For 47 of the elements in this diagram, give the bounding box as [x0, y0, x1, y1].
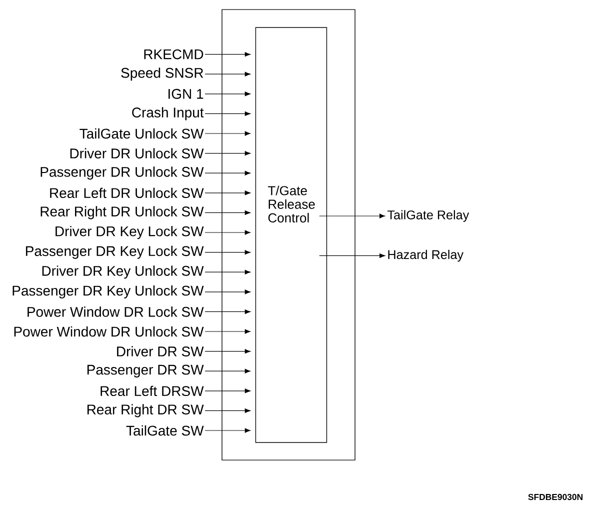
signal-label: Speed SNSR	[121, 68, 204, 81]
signal-label: Rear Left DR Unlock SW	[50, 188, 204, 198]
arrow	[204, 151, 250, 156]
arrow	[204, 270, 250, 274]
figure-code: SFDBE9030N	[528, 494, 582, 500]
arrow	[204, 408, 250, 413]
signal-label: Driver DR Key Lock SW	[56, 226, 204, 240]
signal-label: Passenger DR Key Unlock SW	[12, 285, 204, 298]
arrow	[204, 368, 250, 374]
signal-label: Power Window DR Unlock SW	[14, 326, 204, 337]
arrow	[204, 290, 250, 294]
arrow	[204, 388, 250, 394]
arrow	[204, 170, 250, 176]
output-label: TailGate Relay	[388, 210, 470, 222]
signal-label: Driver DR Key Unlock SW	[42, 266, 204, 279]
signal-label: Driver DR SW	[117, 346, 204, 356]
arrow	[319, 253, 386, 258]
arrow	[204, 349, 250, 354]
signal-label: Rear Left DRSW	[100, 386, 204, 396]
arrow	[204, 111, 250, 116]
arrow	[204, 92, 250, 96]
output-label: Hazard Relay	[388, 250, 464, 262]
arrow	[204, 250, 250, 255]
arrow	[204, 428, 250, 433]
control-box: T/Gate Release Control	[255, 27, 328, 443]
arrow	[204, 131, 250, 136]
signal-label: Driver DR Unlock SW	[70, 148, 204, 158]
arrow	[204, 329, 250, 334]
arrow	[319, 214, 386, 218]
arrow	[204, 190, 250, 196]
signal-label: Rear Right DR SW	[87, 404, 204, 418]
signal-label: Power Window DR Lock SW	[28, 306, 204, 317]
signal-label: Passenger DR Unlock SW	[40, 166, 204, 180]
arrow	[204, 52, 250, 57]
arrow	[204, 309, 250, 314]
signal-label: RKECMD	[144, 49, 204, 60]
signal-label: Rear Right DR Unlock SW	[40, 206, 204, 220]
module-box	[222, 9, 356, 460]
signal-label: TailGate SW	[126, 425, 204, 436]
arrow	[204, 230, 250, 235]
arrow	[204, 72, 250, 76]
signal-label: Crash Input	[132, 107, 204, 120]
signal-label: Passenger DR Key Lock SW	[26, 246, 204, 259]
signal-label: TailGate Unlock SW	[80, 128, 204, 139]
signal-label: IGN 1	[168, 88, 204, 99]
arrow	[204, 210, 250, 215]
signal-label: Passenger DR SW	[87, 364, 204, 378]
